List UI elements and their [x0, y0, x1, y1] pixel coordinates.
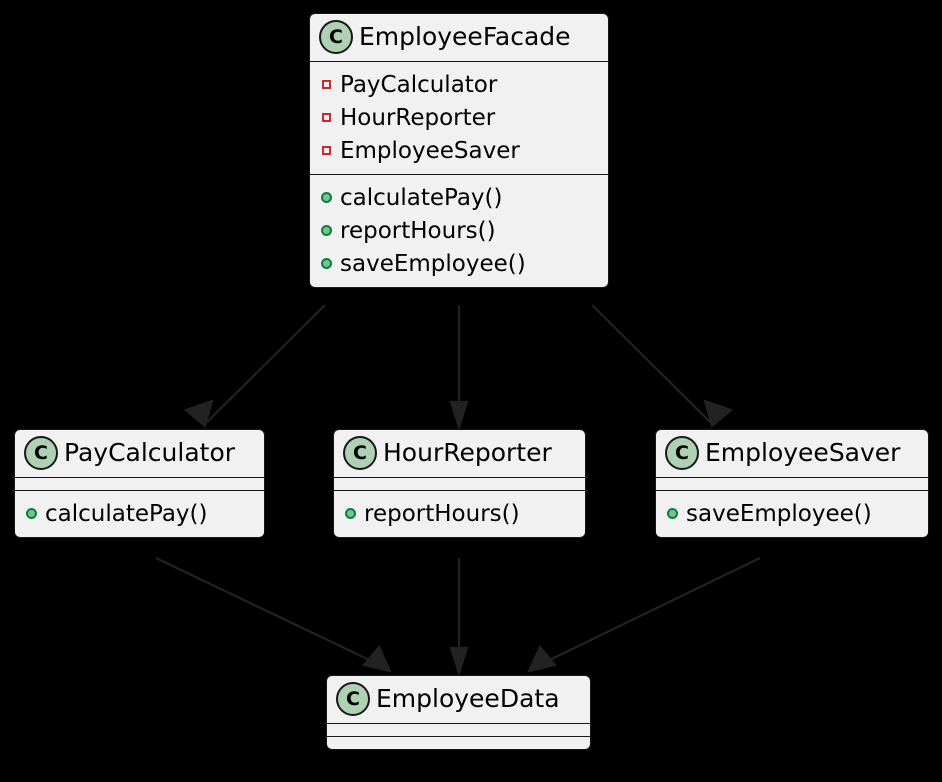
class-box-employeesaver[interactable]: C EmployeeSaver saveEmployee() — [655, 429, 929, 538]
attribute-label: PayCalculator — [340, 71, 498, 98]
class-stereotype-icon: C — [24, 436, 58, 470]
methods-compartment: saveEmployee() — [656, 491, 928, 537]
method-row: reportHours() — [320, 214, 600, 247]
attributes-compartment — [327, 724, 590, 736]
class-name-label: PayCalculator — [64, 437, 236, 467]
public-method-icon — [26, 508, 37, 519]
class-header-hourreporter: C HourReporter — [334, 430, 585, 477]
class-header-employeefacade: C EmployeeFacade — [310, 14, 608, 61]
method-row: saveEmployee() — [320, 247, 600, 280]
method-label: calculatePay() — [340, 184, 503, 211]
class-box-hourreporter[interactable]: C HourReporter reportHours() — [333, 429, 586, 538]
class-header-employeesaver: C EmployeeSaver — [656, 430, 928, 477]
class-header-employeedata: C EmployeeData — [327, 676, 590, 723]
compartment-divider — [15, 477, 264, 478]
method-row: saveEmployee() — [666, 497, 920, 530]
method-label: saveEmployee() — [686, 500, 872, 527]
class-stereotype-icon: C — [319, 20, 353, 54]
method-label: reportHours() — [364, 500, 520, 527]
class-box-employeefacade[interactable]: C EmployeeFacade PayCalculator HourRepor… — [309, 13, 609, 288]
methods-compartment: calculatePay() — [15, 491, 264, 537]
class-box-employeedata[interactable]: C EmployeeData — [326, 675, 591, 750]
methods-compartment: reportHours() — [334, 491, 585, 537]
method-label: saveEmployee() — [340, 250, 526, 277]
attributes-compartment — [656, 478, 928, 490]
class-stereotype-icon: C — [336, 682, 370, 716]
methods-compartment — [327, 737, 590, 749]
compartment-divider — [15, 490, 264, 491]
class-header-paycalculator: C PayCalculator — [15, 430, 264, 477]
compartment-divider — [334, 477, 585, 478]
attribute-label: EmployeeSaver — [340, 137, 520, 164]
public-method-icon — [345, 508, 356, 519]
compartment-divider — [327, 723, 590, 724]
compartment-divider — [334, 490, 585, 491]
attributes-compartment — [15, 478, 264, 490]
method-row: calculatePay() — [320, 181, 600, 214]
arrowhead-employeedata-center — [449, 646, 469, 677]
public-method-icon — [667, 508, 678, 519]
private-field-icon — [322, 113, 331, 122]
class-stereotype-icon: C — [665, 436, 699, 470]
method-row: calculatePay() — [25, 497, 256, 530]
class-name-label: EmployeeFacade — [359, 21, 571, 51]
edge-paycalculator-to-employeedata — [155, 557, 387, 669]
compartment-divider — [310, 61, 608, 62]
compartment-divider — [656, 490, 928, 491]
attribute-label: HourReporter — [340, 104, 496, 131]
arrowhead-employeesaver — [703, 399, 734, 428]
private-field-icon — [322, 146, 331, 155]
class-box-paycalculator[interactable]: C PayCalculator calculatePay() — [14, 429, 265, 538]
edge-facade-to-paycalculator — [206, 304, 326, 423]
public-method-icon — [321, 258, 332, 269]
attributes-compartment: PayCalculator HourReporter EmployeeSaver — [310, 62, 608, 174]
arrowhead-hourreporter — [449, 400, 469, 431]
attribute-row: EmployeeSaver — [320, 134, 600, 167]
compartment-divider — [327, 736, 590, 737]
class-name-label: HourReporter — [383, 437, 552, 467]
compartment-divider — [656, 477, 928, 478]
attribute-row: PayCalculator — [320, 68, 600, 101]
class-name-label: EmployeeSaver — [705, 437, 901, 467]
arrowhead-employeedata-right — [527, 644, 557, 673]
method-row: reportHours() — [344, 497, 577, 530]
public-method-icon — [321, 192, 332, 203]
arrowhead-paycalculator — [183, 399, 214, 428]
edge-facade-to-employeesaver — [591, 304, 711, 423]
method-label: reportHours() — [340, 217, 496, 244]
attribute-row: HourReporter — [320, 101, 600, 134]
class-name-label: EmployeeData — [376, 683, 560, 713]
compartment-divider — [310, 174, 608, 175]
edge-employeesaver-to-employeedata — [532, 557, 761, 669]
methods-compartment: calculatePay() reportHours() saveEmploye… — [310, 175, 608, 287]
class-stereotype-icon: C — [343, 436, 377, 470]
arrowhead-employeedata-left — [362, 644, 392, 673]
private-field-icon — [322, 80, 331, 89]
attributes-compartment — [334, 478, 585, 490]
public-method-icon — [321, 225, 332, 236]
method-label: calculatePay() — [45, 500, 208, 527]
